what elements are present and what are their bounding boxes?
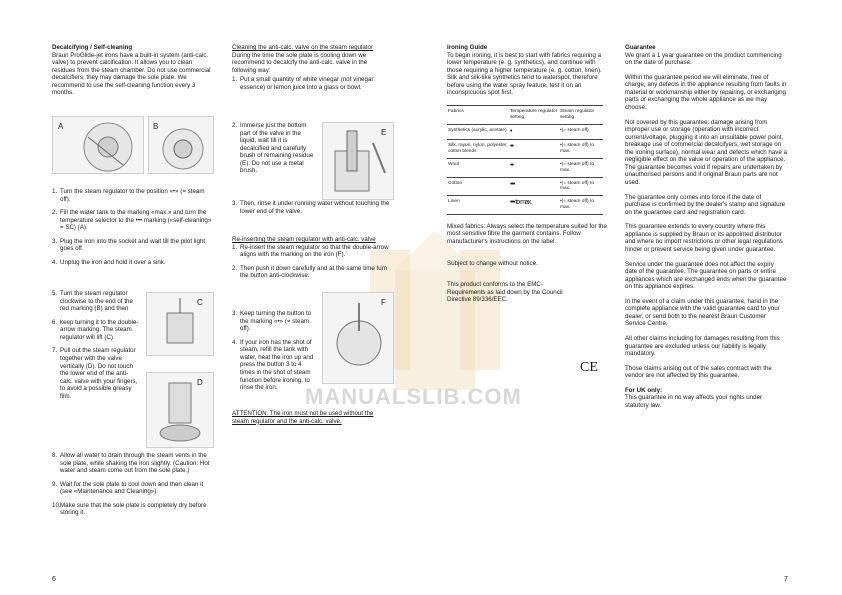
uk-heading: For UK only: xyxy=(625,386,663,394)
ce-mark: CE xyxy=(580,360,598,375)
mid-step: 3.Then, rinse it under running water wit… xyxy=(232,200,390,215)
decalcifying-intro: Braun ProGlide-jet irons have a built-in… xyxy=(52,51,211,97)
attention-note: ATTENTION: The iron must not be used wit… xyxy=(232,410,374,425)
guarantee-para: This guarantee extends to every country … xyxy=(625,223,783,253)
guarantee-heading: Guarantee xyxy=(625,44,656,51)
mid-step2: 2.Then push it down carefully and at the… xyxy=(232,264,388,280)
table-row: Cotton ••• •(= steam off) to max. xyxy=(447,176,603,196)
mixed-fabrics-note: Mixed fabrics: Always select the tempera… xyxy=(447,222,607,246)
steam-regulator-illustration: B xyxy=(153,122,204,170)
left-steps-1-4: 1.Turn the steam regulator to the positi… xyxy=(52,188,212,273)
figure-a: A xyxy=(52,116,144,174)
left-steps-5-7: 5.Turn the steam regulator clockwise to … xyxy=(52,290,140,406)
fig-e-label: E xyxy=(381,128,386,137)
mid-step2: 1.Re-insert the steam regulator so that … xyxy=(232,243,389,259)
guarantee-para: Those claims arising out of the sales co… xyxy=(625,364,772,380)
fig-b-label: B xyxy=(153,122,158,131)
figure-d: D xyxy=(146,372,214,448)
reinsert-heading: Re-inserting the steam regulator with an… xyxy=(232,236,376,243)
page-number-left: 6 xyxy=(52,576,56,583)
uk-text: This guarantee in no way affects your ri… xyxy=(625,394,763,409)
reinsert-steps-3-4: 3.Keep turning the button to the marking… xyxy=(232,310,316,398)
guarantee-para: In the event of a claim under this guara… xyxy=(625,297,780,328)
fabric-table: Fabrics Temperature regulator setting St… xyxy=(447,104,603,215)
subject-to-change: Subject to change without notice. xyxy=(447,259,538,267)
table-row: Synthetics (acrylic, acetate) • •(= stea… xyxy=(447,123,603,140)
left-steps-8-10: 8.Allow all water to drain through the s… xyxy=(52,452,212,523)
left-step: 7.Pull out the steam regulator together … xyxy=(52,347,138,400)
fig-c-label: C xyxy=(197,298,203,307)
page-number-right: 7 xyxy=(784,576,788,583)
guarantee-para: Service under the guarantee does not aff… xyxy=(625,260,787,291)
left-step: 5.Turn the steam regulator clockwise to … xyxy=(52,290,133,313)
mid-step-3: 3.Then, rinse it under running water wit… xyxy=(232,200,392,221)
watermark-text: MANUALSLIB.COM xyxy=(305,384,522,409)
guarantee-para: The guarantee only comes into force if t… xyxy=(625,193,786,216)
figure-f: F xyxy=(322,292,394,384)
guarantee-para: All other claims including for damages r… xyxy=(625,335,780,358)
left-step: 3.Plug the iron into the socket and wait… xyxy=(52,237,206,253)
guarantee-para: Not covered by this guarantee: damage ar… xyxy=(625,118,787,187)
guarantee-para: We grant a 1 year guarantee on the produ… xyxy=(625,51,782,67)
mid-step: 1.Put a small quantity of white vinegar … xyxy=(232,76,374,91)
guarantee-para: Within the guarantee period we will elim… xyxy=(625,73,787,111)
regulator-lift-illustration: C xyxy=(166,298,203,344)
mid-step2: 3.Keep turning the button to the marking… xyxy=(232,310,312,333)
left-step: 8.Allow all water to drain through the s… xyxy=(52,452,210,475)
left-step: 9.Wait for the sole plate to cool down a… xyxy=(52,480,204,496)
table-row: Silk, rayon, nylon, polyester, cotton bl… xyxy=(447,139,603,159)
left-column: Decalcifying / Self-cleaning Braun ProGl… xyxy=(52,44,212,97)
reinsert-section: Re-inserting the steam regulator with an… xyxy=(232,236,392,286)
left-step: 2.Fill the water tank to the marking «ma… xyxy=(52,209,212,232)
ironing-guide-heading: Ironing Guide xyxy=(447,44,488,51)
iron-dial-illustration: A xyxy=(58,122,133,172)
fig-f-label: F xyxy=(381,298,386,307)
left-step: 10.Make sure that the sole plate is comp… xyxy=(52,501,207,517)
left-step: 1.Turn the steam regulator to the positi… xyxy=(52,188,205,203)
left-step: 6.keep turning it to the double-arrow ma… xyxy=(52,318,139,341)
figure-c: C xyxy=(146,292,214,356)
cleaning-valve-intro: During the time the sole plate is coolin… xyxy=(232,51,368,74)
reinsert-regulator-illustration: F xyxy=(336,298,386,366)
valve-in-glass-illustration: E xyxy=(334,128,386,192)
figure-b: B xyxy=(148,116,214,174)
mid-steps-2-3: 2.Immerse just the bottom part of the va… xyxy=(232,122,316,181)
table-row: Linen ••• to max. •(= steam off) to max. xyxy=(447,195,603,215)
decalcifying-heading: Decalcifying / Self-cleaning xyxy=(52,44,133,51)
figure-e: E xyxy=(322,122,394,200)
valve-removal-illustration: D xyxy=(159,378,203,442)
table-row: Wool •• •(= steam off) to max. xyxy=(447,157,603,178)
table-header-row: Fabrics Temperature regulator setting St… xyxy=(447,104,603,125)
middle-column: Cleaning the anti-calc. valve on the ste… xyxy=(232,44,392,97)
fig-a-label: A xyxy=(58,122,64,131)
ironing-guide-column: Ironing Guide To begin ironing, it is be… xyxy=(447,44,607,304)
ironing-guide-intro: To begin ironing, it is best to start wi… xyxy=(447,51,602,97)
mid-step: 2.Immerse just the bottom part of the va… xyxy=(232,122,314,175)
mid-step2: 4.If your iron has the shot of steam, re… xyxy=(232,338,314,392)
guarantee-column: Guarantee We grant a 1 year guarantee on… xyxy=(625,44,787,410)
cleaning-valve-heading: Cleaning the anti-calc. valve on the ste… xyxy=(232,44,374,51)
fig-d-label: D xyxy=(197,378,203,387)
emc-statement: This product conforms to the EMC-Require… xyxy=(447,281,563,304)
left-step: 4.Unplug the iron and hold it over a sin… xyxy=(52,258,166,266)
